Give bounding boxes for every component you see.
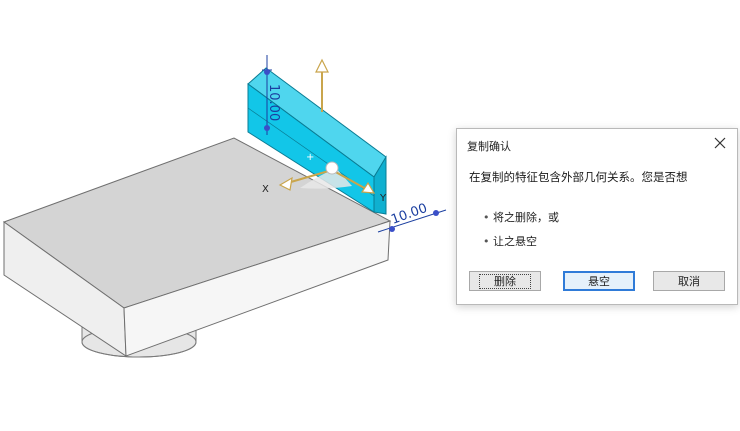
cancel-button-label: 取消	[678, 275, 700, 288]
dimension-vertical-value: 10.00	[266, 84, 281, 121]
axis-y-arrow-icon	[360, 181, 376, 194]
boss-side-face	[373, 155, 387, 215]
dimension-handle-icon	[433, 210, 439, 216]
dialog-message: 在复制的特征包含外部几何关系。您是否想	[469, 170, 688, 184]
axis-x-label: X	[262, 184, 269, 195]
dialog-close-button[interactable]	[709, 133, 731, 153]
bullet-icon: •	[483, 211, 490, 224]
dimension-handle-icon	[389, 226, 395, 232]
base-block-side-face	[123, 220, 391, 357]
copy-confirm-dialog: 复制确认 在复制的特征包含外部几何关系。您是否想 •将之删除，或 •让之悬空 删…	[456, 128, 738, 305]
triad-origin	[325, 161, 339, 175]
dimension-handle-icon	[264, 125, 270, 131]
cancel-button[interactable]: 取消	[653, 271, 725, 291]
delete-button-label: 删除	[479, 273, 531, 289]
axis-x-arrow-icon	[278, 176, 293, 191]
dialog-option-label: 让之悬空	[493, 235, 537, 248]
bullet-icon: •	[483, 235, 490, 248]
delete-button[interactable]: 删除	[469, 271, 541, 291]
move-arrow-icon[interactable]	[315, 58, 329, 112]
suspend-button-label: 悬空	[588, 275, 610, 288]
suspend-button[interactable]: 悬空	[563, 271, 635, 291]
dimension-handle-icon	[264, 69, 270, 75]
boss-center-mark: +	[306, 152, 314, 163]
dialog-option-suspend: •让之悬空	[483, 233, 537, 249]
dialog-title: 复制确认	[467, 140, 511, 153]
dialog-option-label: 将之删除，或	[493, 211, 559, 224]
axis-y-label: Y	[379, 193, 387, 204]
dimension-vertical[interactable]: 10.00	[262, 55, 281, 135]
dialog-option-delete: •将之删除，或	[483, 209, 559, 225]
drag-triad[interactable]: X Y	[262, 161, 387, 204]
dimension-horizontal-value: 10.00	[389, 201, 429, 228]
close-icon	[714, 137, 726, 149]
